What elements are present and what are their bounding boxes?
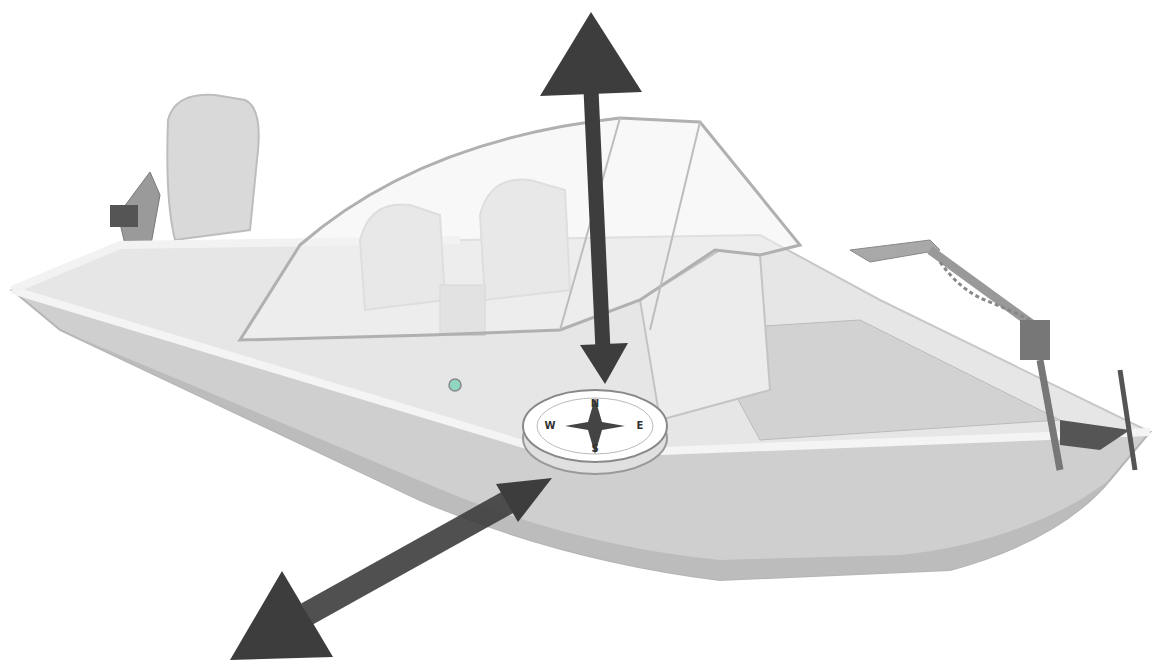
compass-letter: S <box>591 444 598 454</box>
compass-letter: E <box>637 421 644 431</box>
compass-letter: W <box>544 421 555 431</box>
compass-letter: N <box>591 399 599 409</box>
